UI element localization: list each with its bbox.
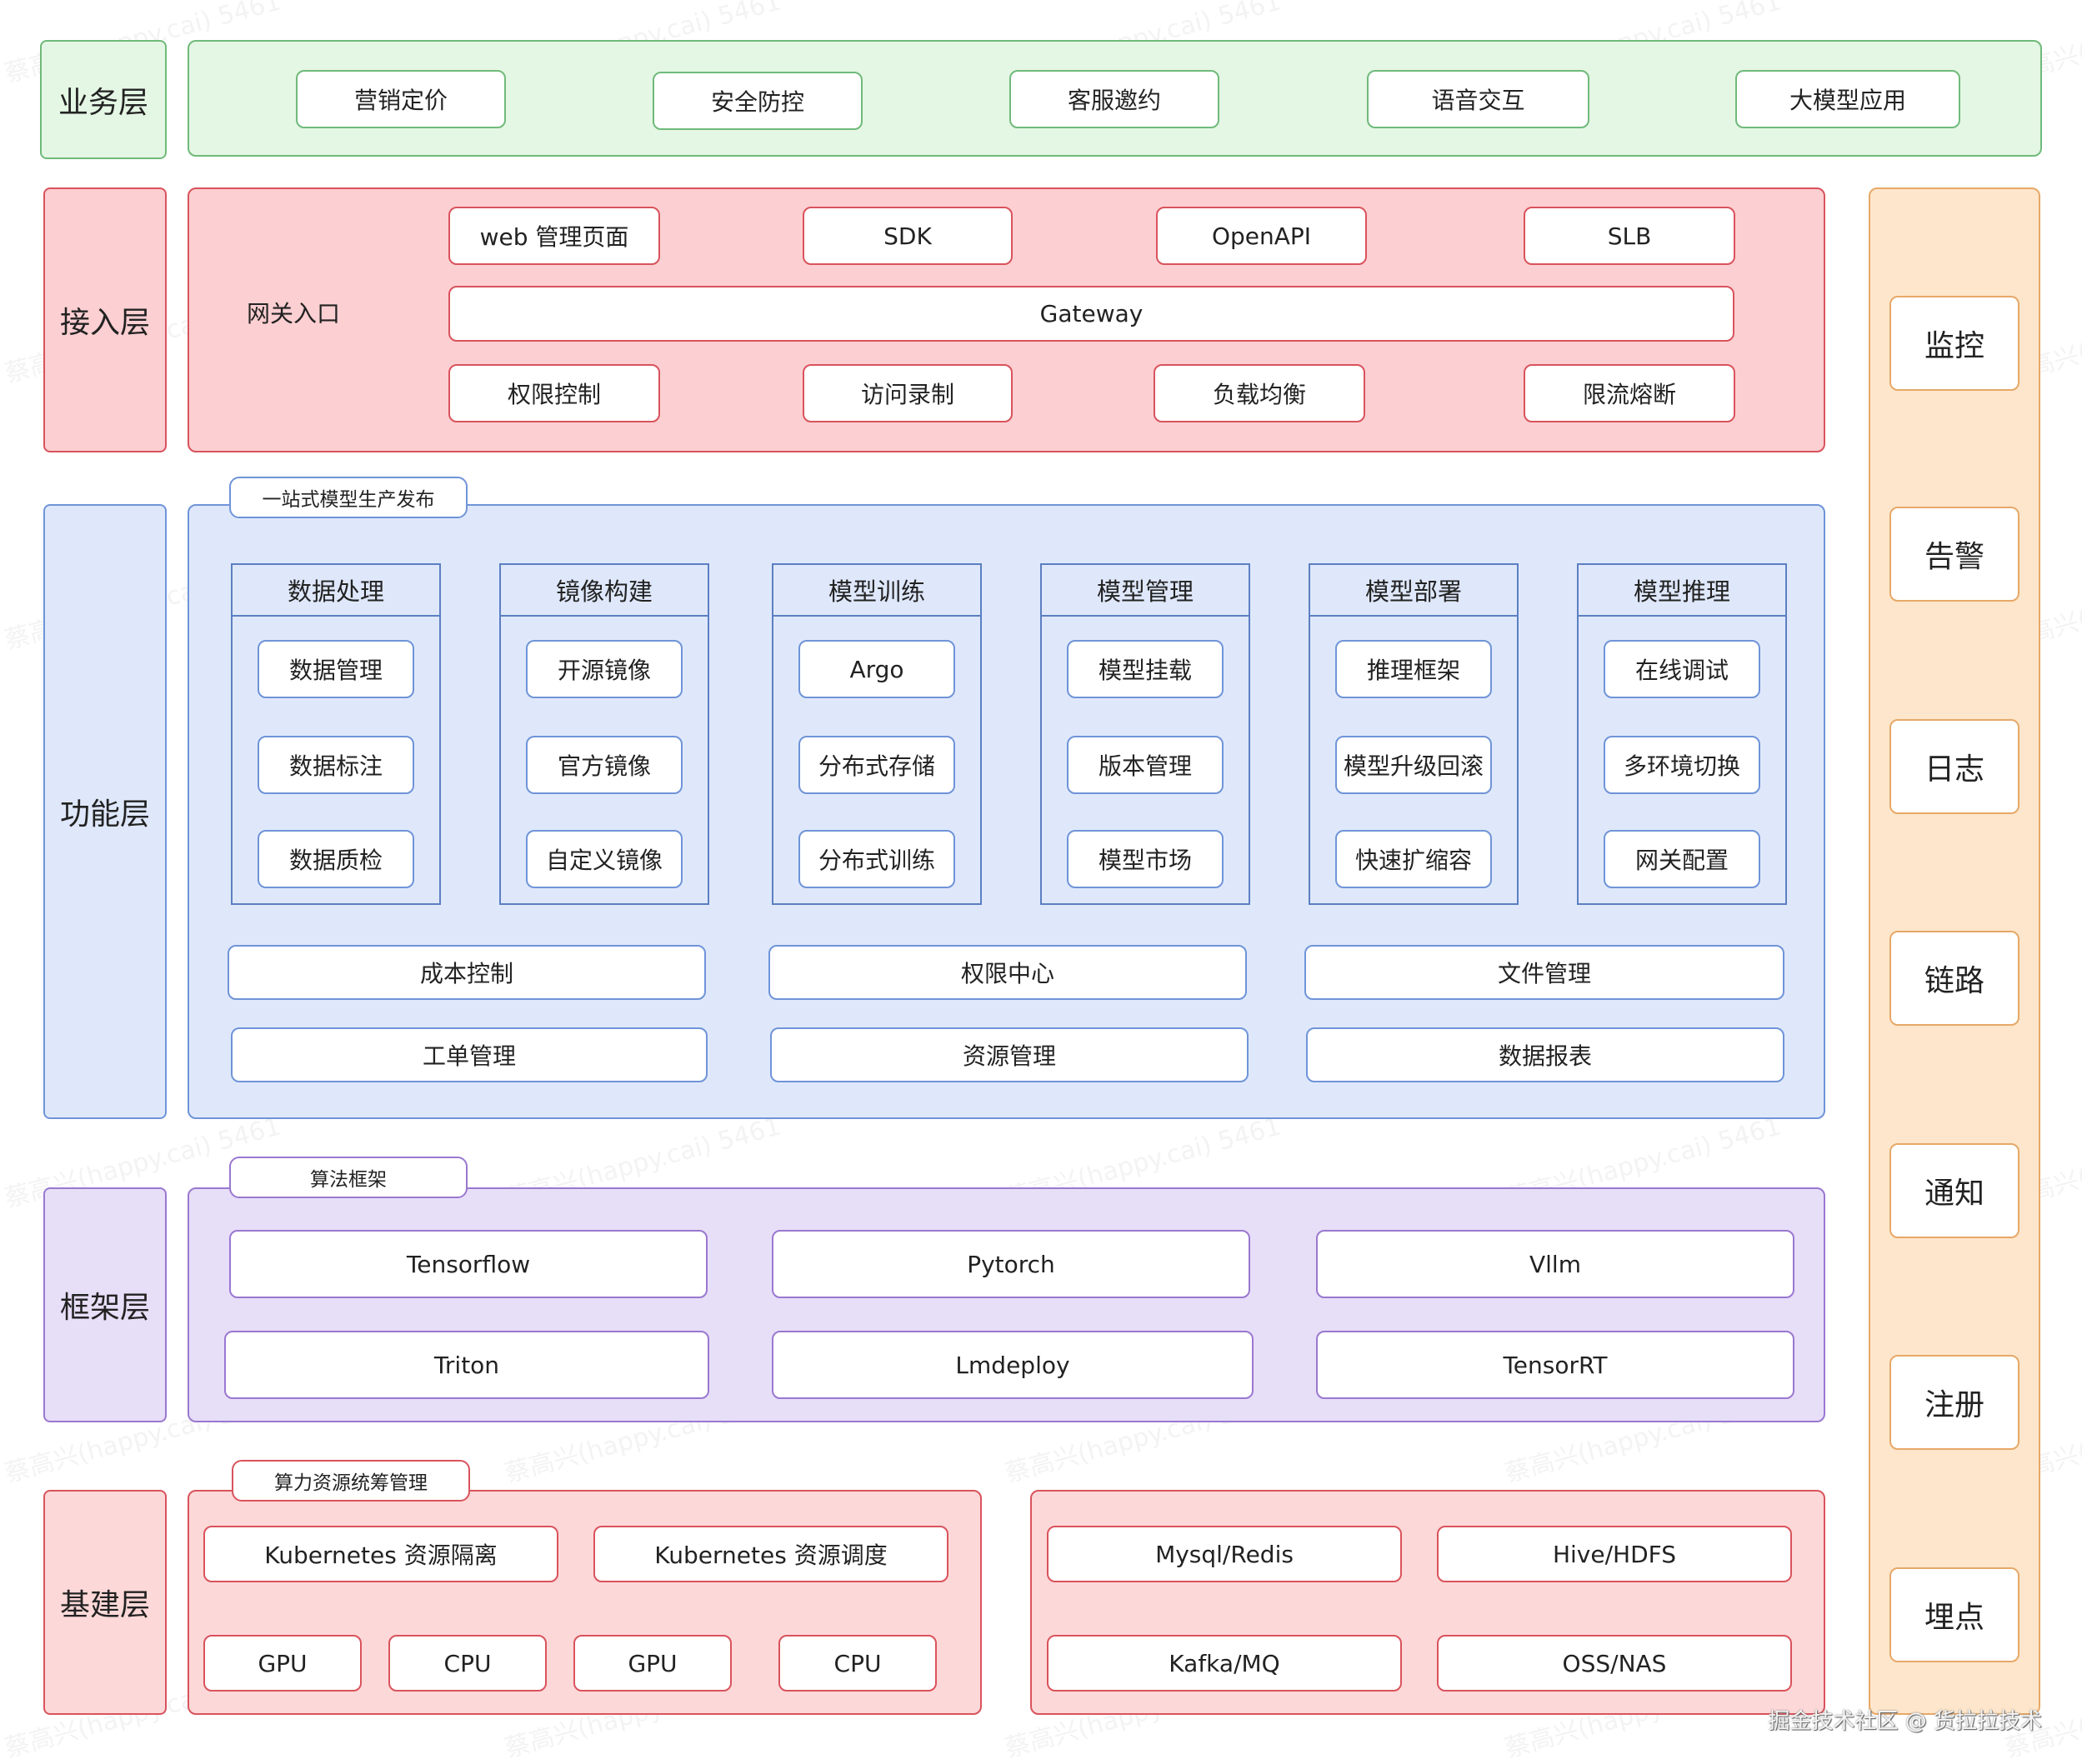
function-column-title: 模型管理: [1042, 565, 1249, 617]
framework-tab: 算法框架: [229, 1157, 468, 1198]
function-column: 镜像构建开源镜像官方镜像自定义镜像: [499, 563, 709, 905]
function-column-item: 官方镜像: [526, 736, 683, 794]
framework-item: Triton: [224, 1331, 709, 1399]
function-column-item: 数据标注: [258, 736, 414, 794]
ops-item: 日志: [1889, 719, 2019, 814]
k8s-item: Kubernetes 资源隔离: [203, 1526, 558, 1582]
framework-item: TensorRT: [1316, 1331, 1794, 1399]
function-column-item: 分布式存储: [798, 736, 955, 794]
access-item: SDK: [803, 207, 1013, 265]
function-column-item: 多环境切换: [1604, 736, 1760, 794]
framework-item: Lmdeploy: [772, 1331, 1254, 1399]
infra-tab: 算力资源统筹管理: [232, 1460, 470, 1502]
function-column-title: 模型推理: [1579, 565, 1785, 617]
compute-item: CPU: [778, 1635, 937, 1692]
compute-item: CPU: [388, 1635, 547, 1692]
ops-item: 通知: [1889, 1143, 2019, 1238]
function-row-item: 工单管理: [231, 1027, 708, 1082]
business-item: 营销定价: [296, 70, 506, 128]
compute-item: GPU: [203, 1635, 362, 1692]
access-item: OpenAPI: [1156, 207, 1367, 265]
function-column-item: 模型挂载: [1067, 640, 1224, 698]
layer-label-infra: 基建层: [43, 1490, 167, 1715]
ops-item: 埋点: [1889, 1567, 2019, 1662]
layer-label-text: 功能层: [59, 797, 150, 832]
layer-label-business: 业务层: [40, 40, 167, 159]
function-column-item: 推理框架: [1335, 640, 1492, 698]
ops-item: 监控: [1889, 296, 2019, 391]
storage-item: Kafka/MQ: [1047, 1635, 1402, 1692]
function-row-item: 数据报表: [1306, 1027, 1784, 1082]
framework-item: Vllm: [1316, 1230, 1794, 1298]
framework-item: Tensorflow: [229, 1230, 708, 1298]
function-column-item: 在线调试: [1604, 640, 1760, 698]
ops-item: 链路: [1889, 931, 2019, 1026]
ops-item: 告警: [1889, 507, 2019, 602]
footer-credit: 掘金技术社区 @ 货拉拉技术: [1768, 1709, 2042, 1734]
function-column-item: 版本管理: [1067, 736, 1224, 794]
storage-item: OSS/NAS: [1437, 1635, 1792, 1692]
function-column-item: 模型升级回滚: [1335, 736, 1492, 794]
framework-item: Pytorch: [772, 1230, 1250, 1298]
business-item: 客服邀约: [1009, 70, 1219, 128]
function-panel: [188, 504, 1825, 1119]
layer-label-function: 功能层: [43, 504, 167, 1119]
business-item: 安全防控: [653, 72, 863, 130]
function-tab: 一站式模型生产发布: [229, 477, 468, 518]
function-column-item: 网关配置: [1604, 830, 1760, 888]
function-row-item: 文件管理: [1304, 945, 1784, 1000]
function-column-item: 分布式训练: [798, 830, 955, 888]
access-item: 限流熔断: [1524, 364, 1735, 422]
layer-label-framework: 框架层: [43, 1187, 167, 1422]
function-column-item: 快速扩缩容: [1335, 830, 1492, 888]
access-item: 访问录制: [803, 364, 1013, 422]
function-column-title: 镜像构建: [501, 565, 708, 617]
function-column: 模型管理模型挂载版本管理模型市场: [1040, 563, 1250, 905]
ops-item: 注册: [1889, 1355, 2019, 1450]
layer-label-text: 接入层: [59, 306, 150, 340]
access-item: 负载均衡: [1154, 364, 1365, 422]
business-item: 大模型应用: [1735, 70, 1960, 128]
function-column-item: 数据管理: [258, 640, 414, 698]
compute-item: GPU: [573, 1635, 732, 1692]
function-row-item: 资源管理: [770, 1027, 1249, 1082]
function-column-item: 模型市场: [1067, 830, 1224, 888]
function-column: 模型部署推理框架模型升级回滚快速扩缩容: [1309, 563, 1519, 905]
access-item: web 管理页面: [448, 207, 660, 265]
layer-label-access: 接入层: [43, 187, 167, 452]
function-column-item: Argo: [798, 640, 955, 698]
function-column-item: 数据质检: [258, 830, 414, 888]
access-item: 权限控制: [448, 364, 660, 422]
function-column-item: 自定义镜像: [526, 830, 683, 888]
function-column-title: 数据处理: [233, 565, 439, 617]
business-item: 语音交互: [1367, 70, 1589, 128]
function-column-title: 模型部署: [1310, 565, 1517, 617]
function-row-item: 成本控制: [228, 945, 706, 1000]
function-column-item: 开源镜像: [526, 640, 683, 698]
layer-label-text: 基建层: [59, 1588, 150, 1622]
k8s-item: Kubernetes 资源调度: [593, 1526, 948, 1582]
access-item: SLB: [1524, 207, 1735, 265]
function-column: 模型训练 Argo 分布式存储分布式训练: [772, 563, 982, 905]
storage-item: Mysql/Redis: [1047, 1526, 1402, 1582]
layer-label-text: 框架层: [59, 1291, 150, 1325]
layer-label-text: 业务层: [58, 85, 148, 120]
function-column-title: 模型训练: [773, 565, 980, 617]
function-column: 模型推理在线调试多环境切换网关配置: [1577, 563, 1787, 905]
storage-item: Hive/HDFS: [1437, 1526, 1792, 1582]
function-row-item: 权限中心: [768, 945, 1247, 1000]
gateway-bar: Gateway: [448, 286, 1734, 342]
function-column: 数据处理数据管理数据标注数据质检: [231, 563, 441, 905]
gateway-entry-label: 网关入口: [247, 300, 341, 327]
